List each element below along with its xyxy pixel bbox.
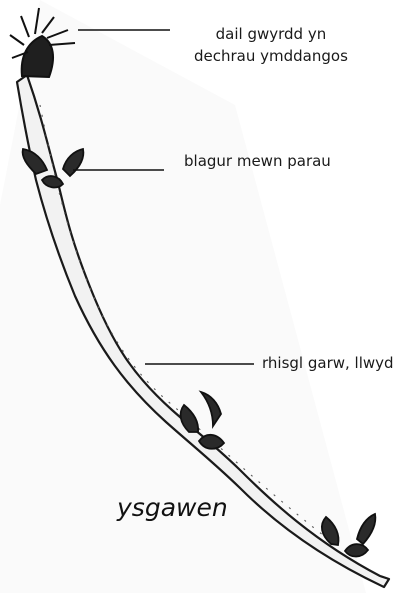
new-green-leaves-label-line-1: dail gwyrdd yn — [194, 23, 348, 45]
new-green-leaves-label-line-2: dechrau ymddangos — [194, 45, 348, 67]
rough-grey-bark-label: rhisgl garw, llwyd — [262, 352, 394, 374]
new-green-leaves-label: dail gwyrdd yn dechrau ymddangos — [194, 23, 348, 67]
plant-name-title: ysgawen — [117, 493, 228, 522]
paired-buds-label: blagur mewn parau — [184, 150, 331, 172]
